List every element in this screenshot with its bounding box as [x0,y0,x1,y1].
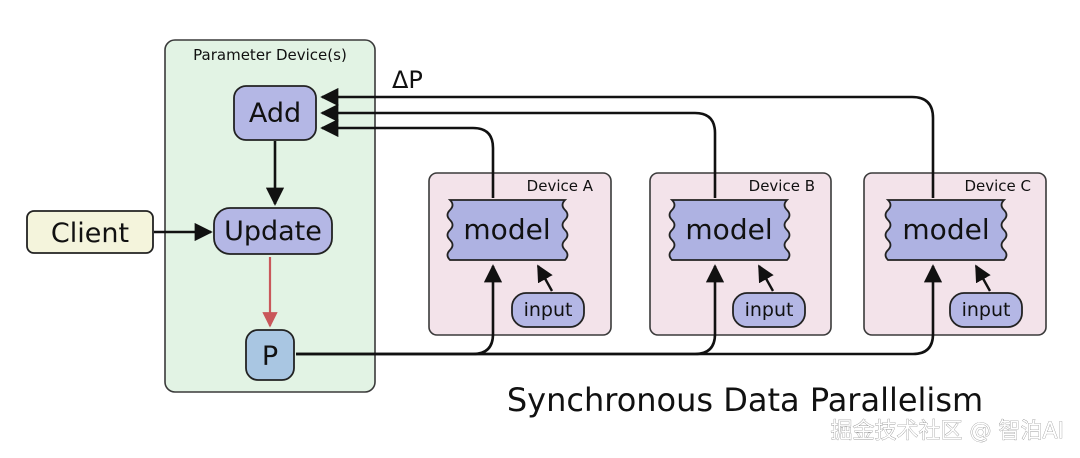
p-node-box [245,329,295,381]
device-b-model-box [668,199,791,261]
device-b-input-label: input [745,299,794,321]
p-node: P [245,329,295,381]
device-c: Device C model input [863,172,1047,336]
add-node-label: Add [249,98,301,129]
update-node-label: Update [224,216,322,247]
watermark: 掘金技术社区 @ 智泊AI [830,419,1064,444]
device-b-label: Device B [749,177,815,195]
p-node-label: P [262,341,278,372]
client-node-label: Client [51,218,129,249]
client-node: Client [26,210,154,254]
device-a-input-to-model-edge [536,264,554,292]
p-to-device-c-edge [296,264,943,356]
parameter-device-label: Parameter Device(s) [193,46,347,64]
update-node: Update [213,207,333,255]
device-b-model-label: model [685,213,772,246]
device-b-input-to-model-edge [757,264,775,292]
device-c-model-box [884,199,1008,261]
add-node-box [233,85,317,141]
client-node-box [26,210,154,254]
device-a: Device A model input [428,172,612,336]
device-b-to-add-edge [320,103,717,198]
diagram-title: Synchronous Data Parallelism [507,381,983,419]
add-node: Add [233,85,317,141]
update-node-box [213,207,333,255]
device-a-label: Device A [527,177,594,195]
delta-p-label: ΔP [392,66,423,94]
device-c-input-to-model-edge [974,264,992,292]
device-c-input-label: input [962,299,1011,321]
device-c-to-add-edge [320,87,935,198]
device-b: Device B model input [649,172,832,336]
device-a-input-label: input [524,299,573,321]
device-a-model-box [446,199,569,261]
device-a-model-label: model [463,213,550,246]
device-c-model-label: model [902,213,989,246]
device-b-input-box [732,292,806,328]
device-a-to-add-edge [320,118,495,198]
device-c-input-box [949,292,1023,328]
device-a-input-box [511,292,585,328]
device-c-label: Device C [964,177,1031,195]
